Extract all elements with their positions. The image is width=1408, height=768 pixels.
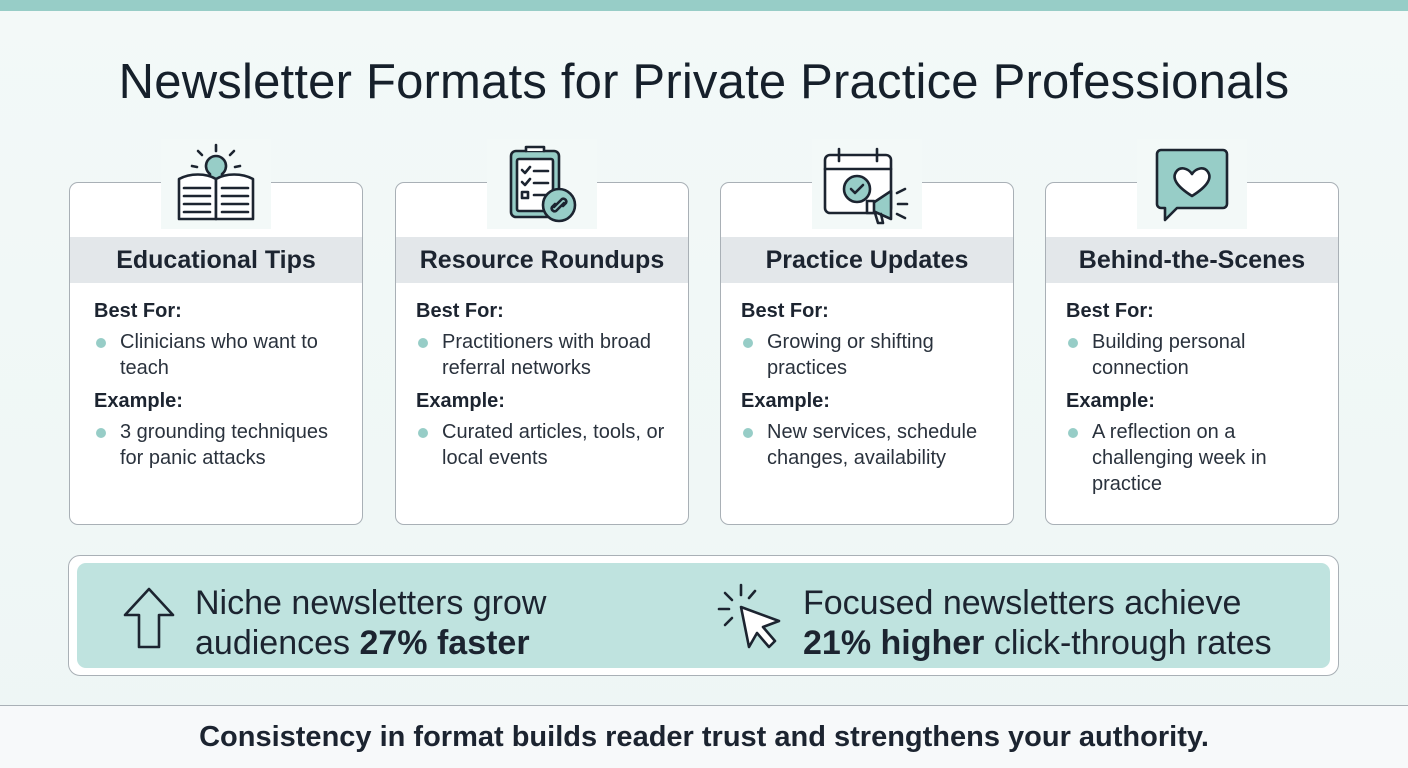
page-title: Newsletter Formats for Private Practice …	[118, 55, 1290, 109]
best-for-bullet: Building personal connection	[1066, 329, 1324, 381]
stat-line-1: Focused newsletters achieve	[803, 584, 1242, 622]
arrow-up-icon	[121, 585, 177, 656]
footer-text: Consistency in format builds reader trus…	[199, 720, 1209, 753]
best-for-bullet: Practitioners with broad referral networ…	[416, 329, 674, 381]
calendar-megaphone-icon	[812, 139, 922, 229]
stat-niche-growth: Niche newsletters grow audiences 27% fas…	[195, 583, 546, 663]
best-for-label: Best For:	[1066, 300, 1154, 322]
card-body: Best For: Practitioners with broad refer…	[416, 297, 674, 477]
best-for-bullet: Growing or shifting practices	[741, 329, 999, 381]
top-accent-bar	[0, 0, 1408, 11]
clipboard-link-icon	[487, 139, 597, 229]
card-header: Practice Updates	[721, 237, 1013, 283]
card-title: Resource Roundups	[419, 245, 665, 274]
stat-line-1: Niche newsletters grow	[195, 584, 547, 622]
best-for-label: Best For:	[416, 300, 504, 322]
stat-line-2-suffix: click-through rates	[984, 624, 1272, 662]
card-body: Best For: Growing or shifting practices …	[741, 297, 999, 477]
format-card-practice-updates: Practice Updates Best For: Growing or sh…	[720, 139, 1014, 525]
example-bullet: Curated articles, tools, or local events	[416, 419, 674, 471]
card-header: Behind-the-Scenes	[1046, 237, 1338, 283]
example-bullet: New services, schedule changes, availabi…	[741, 419, 999, 471]
stat-line-2: 21% higher click-through rates	[803, 623, 1272, 663]
stat-highlight: 21% higher	[803, 624, 985, 662]
cursor-click-icon	[717, 581, 787, 656]
card-title: Practice Updates	[765, 245, 969, 274]
stats-panel-inner: Niche newsletters grow audiences 27% fas…	[77, 563, 1330, 668]
stat-highlight: 27% faster	[359, 624, 530, 662]
format-card-behind-the-scenes: Behind-the-Scenes Best For: Building per…	[1045, 139, 1339, 525]
best-for-bullet: Clinicians who want to teach	[94, 329, 348, 381]
example-bullet: 3 grounding techniques for panic attacks	[94, 419, 348, 471]
card-body: Best For: Clinicians who want to teach E…	[94, 297, 348, 477]
card-header: Resource Roundups	[396, 237, 688, 283]
stat-focused-ctr: Focused newsletters achieve 21% higher c…	[803, 583, 1272, 663]
example-label: Example:	[94, 390, 183, 412]
stats-panel: Niche newsletters grow audiences 27% fas…	[68, 555, 1339, 676]
format-card-resource-roundups: Resource Roundups Best For: Practitioner…	[395, 139, 689, 525]
book-lightbulb-icon	[161, 139, 271, 229]
example-label: Example:	[416, 390, 505, 412]
stat-line-2-prefix: audiences	[195, 624, 360, 662]
card-header: Educational Tips	[70, 237, 362, 283]
example-label: Example:	[741, 390, 830, 412]
example-bullet: A reflection on a challenging week in pr…	[1066, 419, 1324, 497]
card-body: Best For: Building personal connection E…	[1066, 297, 1324, 503]
best-for-label: Best For:	[94, 300, 182, 322]
card-title: Educational Tips	[116, 245, 316, 274]
footer-banner: Consistency in format builds reader trus…	[0, 705, 1408, 768]
card-title: Behind-the-Scenes	[1078, 245, 1306, 274]
best-for-label: Best For:	[741, 300, 829, 322]
heart-chat-icon	[1137, 139, 1247, 229]
example-label: Example:	[1066, 390, 1155, 412]
stat-line-2: audiences 27% faster	[195, 623, 546, 663]
format-card-educational-tips: Educational Tips Best For: Clinicians wh…	[69, 139, 363, 525]
